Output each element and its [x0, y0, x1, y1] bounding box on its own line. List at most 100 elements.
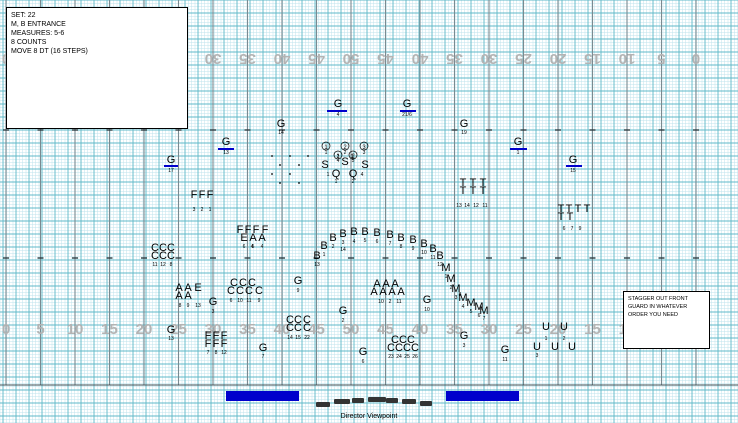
performer-label: 7	[207, 350, 210, 356]
performer-symbol: C	[255, 285, 263, 297]
performer-label: 11	[246, 298, 251, 304]
performer-symbol: U	[542, 321, 550, 333]
yard-number-top: 35	[446, 50, 463, 67]
performer-symbol: G	[339, 305, 348, 317]
performer-symbol: S	[321, 159, 328, 171]
performer-symbol: A	[249, 232, 257, 244]
performer-label: 8	[179, 303, 182, 309]
yard-number-top: 25	[515, 50, 532, 67]
performer-label: 11	[502, 357, 507, 363]
performer-symbol: S	[361, 159, 368, 171]
performer-symbol: G	[334, 98, 343, 110]
move-instruction: MOVE 8 DT (16 STEPS)	[11, 47, 183, 56]
performer-symbol: C	[387, 342, 395, 354]
performer-symbol: E	[194, 282, 201, 294]
yard-number-top: 30	[481, 50, 498, 67]
performer-label: 3	[455, 295, 458, 301]
performer-label: 10	[378, 299, 384, 305]
performer-symbol: G	[167, 154, 176, 166]
performer-label: 4	[462, 304, 465, 310]
performer-label: 7	[483, 316, 486, 322]
performer-label: 15	[570, 168, 576, 174]
performer-symbol: B	[361, 226, 368, 238]
performer-label: 8	[400, 244, 403, 250]
yard-number-top: 0	[692, 50, 700, 67]
marker-group: FFFFFF7812	[205, 330, 228, 356]
performer-label: 6	[376, 239, 379, 245]
performer-symbol: C	[167, 250, 175, 262]
marker-group: G15	[566, 154, 582, 174]
yard-number-bottom: 10	[67, 321, 84, 338]
yard-number-bottom: 30	[481, 321, 498, 338]
performer-symbol: F	[213, 338, 220, 350]
performer-label: 9	[258, 298, 261, 304]
performer-symbol: F	[207, 189, 214, 201]
performer-label: 11	[152, 262, 157, 268]
performer-label: 13	[223, 150, 229, 156]
performer-symbol: T	[558, 211, 565, 223]
performer-label: 17	[168, 168, 174, 174]
marker-group: G11	[501, 344, 510, 363]
performer-label: 10	[237, 298, 243, 304]
performer-label: 4	[337, 158, 340, 164]
performer-symbol: T	[480, 185, 487, 197]
performer-symbol: T	[460, 185, 467, 197]
yard-number-top: 45	[377, 50, 394, 67]
performer-symbol: A	[379, 286, 387, 298]
performer-label: 21/6	[402, 112, 412, 118]
marker-group: FFF321	[191, 189, 214, 213]
performer-label: 6	[563, 226, 566, 232]
performer-label: 6	[362, 359, 365, 365]
performer-label: 9	[297, 288, 300, 294]
performer-symbol: U	[551, 341, 559, 353]
performer-symbol: S	[341, 156, 348, 168]
performer-label: 2	[201, 207, 204, 213]
performer-label: 2	[563, 336, 566, 342]
performer-symbol: A	[370, 286, 378, 298]
performer-symbol: B	[373, 227, 380, 239]
performer-symbol: U	[560, 321, 568, 333]
performer-label: 9	[187, 303, 190, 309]
performer-symbol: T	[575, 203, 582, 215]
performer-label: 3	[342, 240, 345, 246]
yard-number-top: 35	[239, 50, 256, 67]
performer-symbol: G	[403, 98, 412, 110]
yard-number-bottom: 5	[36, 321, 44, 338]
performer-label: 14	[340, 247, 346, 253]
performer-label: 13	[456, 203, 462, 209]
performer-symbol: A	[397, 286, 405, 298]
performer-symbol: G	[423, 294, 432, 306]
marker-group: G10	[423, 294, 432, 313]
performer-label: 12	[473, 203, 479, 209]
yard-number-top: 30	[205, 50, 222, 67]
performer-label: 7	[262, 354, 265, 360]
performer-symbol: C	[245, 285, 253, 297]
yard-number-top: 5	[657, 50, 665, 67]
performer-label: 1	[335, 179, 338, 185]
performer-symbol: U	[568, 341, 576, 353]
performer-label: 5	[364, 238, 367, 244]
performer-label: 11	[430, 255, 435, 261]
counts: 8 COUNTS	[11, 38, 183, 47]
performer-label: 1	[327, 172, 330, 178]
performer-symbol: C	[403, 342, 411, 354]
performer-symbol: B	[386, 229, 393, 241]
performer-label: 3	[212, 309, 215, 315]
performer-label: 4	[261, 244, 264, 250]
performer-label: 6	[230, 298, 233, 304]
performer-label: 1	[517, 150, 520, 156]
performer-symbol: T	[567, 211, 574, 223]
performer-symbol: A	[258, 232, 266, 244]
yard-number-top: 40	[274, 50, 291, 67]
performer-label: 2	[344, 150, 347, 156]
performer-label: 13	[314, 262, 320, 268]
performer-label: 2	[342, 318, 345, 324]
performer-symbol: C	[151, 250, 159, 262]
performer-label: 2	[450, 285, 453, 291]
performer-symbol: C	[411, 342, 419, 354]
yard-number-top: 50	[343, 50, 360, 67]
performer-symbol: U	[533, 341, 541, 353]
performer-label: 11	[396, 299, 401, 305]
performer-symbol: G	[167, 324, 176, 336]
